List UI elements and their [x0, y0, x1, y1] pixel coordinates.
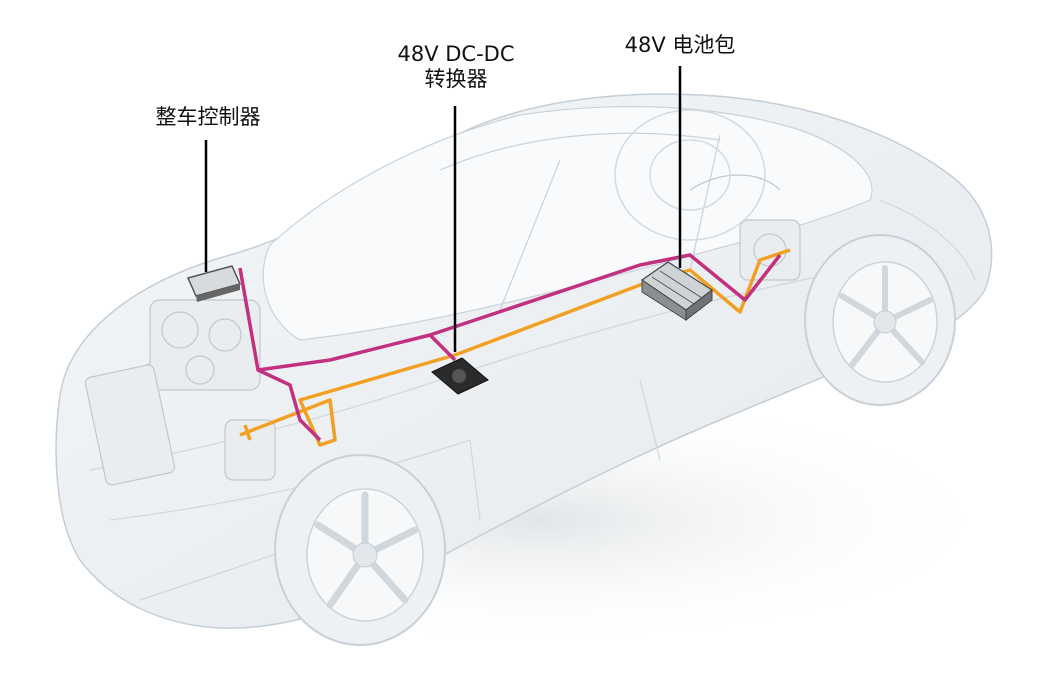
label-dcdc-line2: 转换器 — [424, 67, 488, 91]
vehicle-controller-module — [186, 265, 242, 302]
rear-left-wheel — [614, 109, 766, 241]
rear-mechanics — [689, 174, 801, 281]
dcdc-converter-module — [431, 357, 489, 395]
label-dcdc-line1: 48V DC-DC — [397, 42, 515, 66]
rear-wheel — [804, 234, 956, 406]
front-wheel — [274, 454, 446, 646]
label-battery-pack: 48V 电池包 — [624, 33, 736, 57]
battery-pack-module — [640, 261, 714, 322]
glass-canopy — [262, 105, 873, 341]
wire-48v-orange — [239, 248, 791, 447]
leader-lines — [204, 66, 682, 352]
label-vehicle-controller: 整车控制器 — [155, 105, 261, 129]
front-mechanics — [84, 299, 276, 486]
label-dcdc-converter: 48V DC-DC 转换器 — [366, 42, 546, 92]
wire-signal-magenta — [238, 253, 782, 442]
